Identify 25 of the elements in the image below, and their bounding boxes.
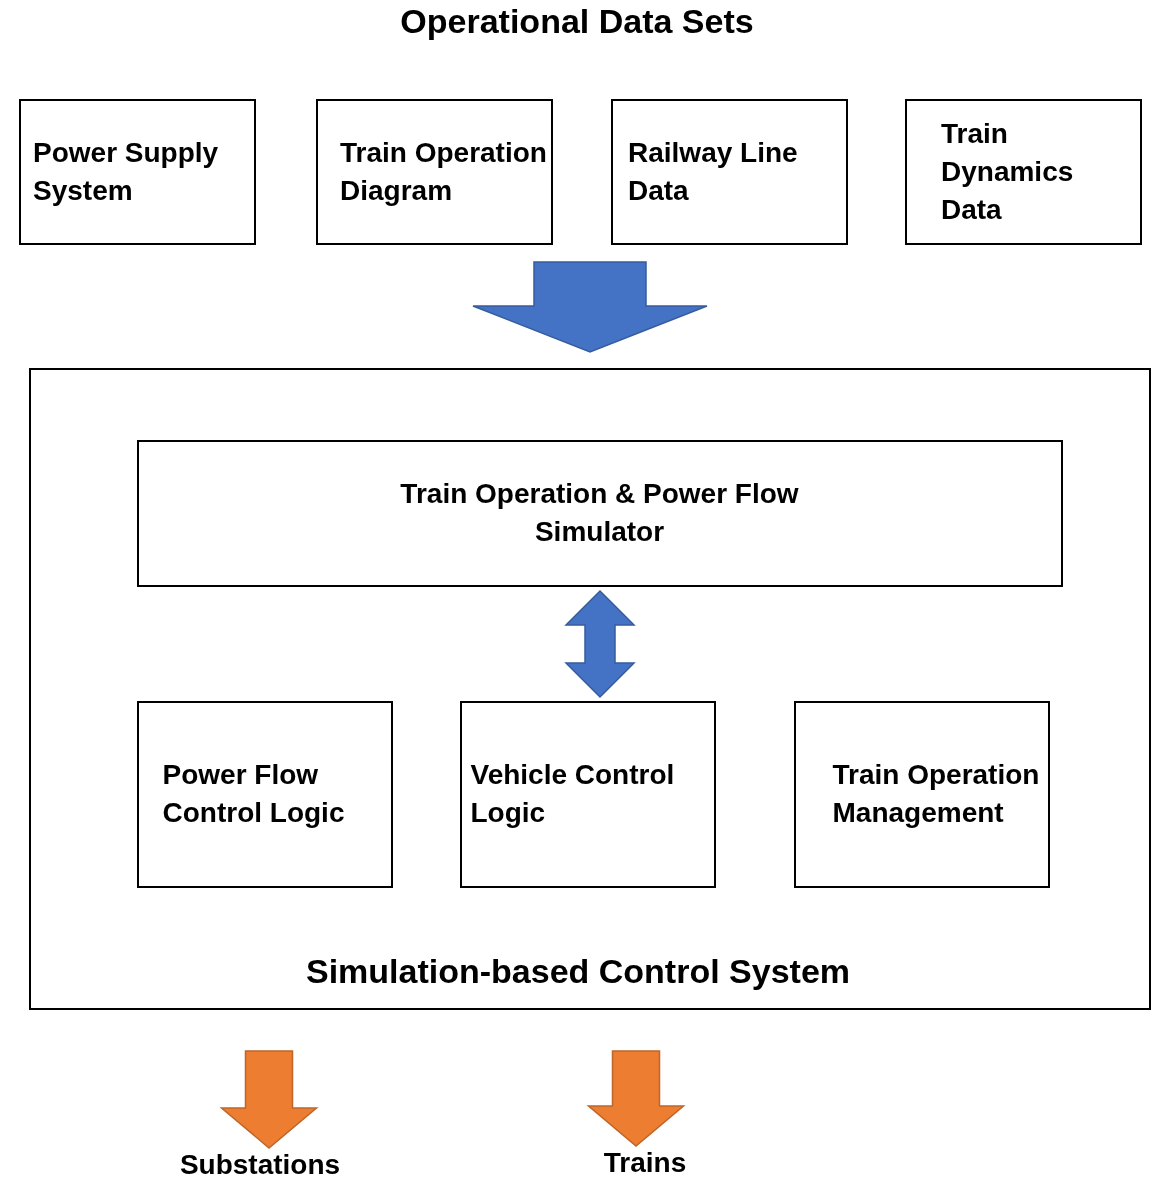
diagram-title: Operational Data Sets	[399, 2, 755, 41]
process-box	[19, 99, 256, 245]
container-heading: Simulation-based Control System	[304, 952, 852, 990]
output-label: Trains	[603, 1146, 687, 1180]
system-container	[29, 368, 1151, 1010]
box-label: Train Operation & Power Flow Simulator	[399, 477, 800, 549]
output-label: Substations	[179, 1148, 341, 1181]
box-label: Power Supply System	[33, 136, 220, 208]
box-label: Train Operation Diagram	[340, 136, 547, 208]
box-label: Railway Line Data	[628, 136, 799, 208]
process-box	[459, 700, 716, 888]
process-box	[905, 99, 1142, 245]
process-box	[611, 99, 848, 245]
box-label: Train Operation Management	[832, 758, 1041, 830]
block-arrow	[472, 261, 708, 353]
process-box	[316, 99, 553, 245]
double-block-arrow	[564, 589, 636, 699]
box-label: Train Dynamics Data	[941, 117, 1075, 227]
box-label: Vehicle Control Logic	[470, 758, 676, 830]
block-arrow	[219, 1050, 319, 1149]
process-box	[136, 700, 393, 888]
box-label: Power Flow Control Logic	[162, 758, 346, 830]
block-arrow	[586, 1050, 686, 1147]
process-box	[136, 439, 1063, 587]
process-box	[793, 700, 1050, 888]
